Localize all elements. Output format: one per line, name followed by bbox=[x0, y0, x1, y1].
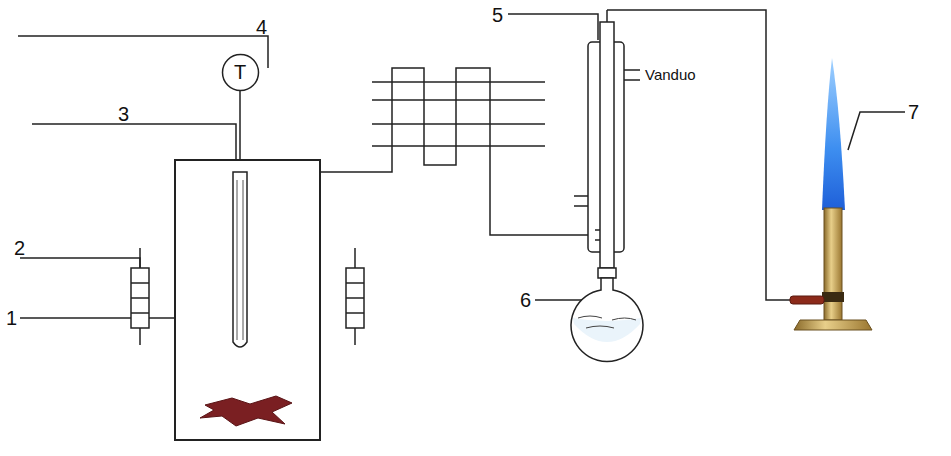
thermocouple-wire bbox=[239, 90, 241, 160]
gauge-circle: T bbox=[221, 53, 260, 92]
callout-number: 2 bbox=[14, 238, 25, 258]
condenser bbox=[574, 10, 640, 278]
callout-number: 6 bbox=[520, 290, 531, 310]
reactor-vessel bbox=[175, 160, 320, 440]
heater-elements bbox=[131, 248, 364, 345]
cooling-coil bbox=[372, 68, 595, 235]
callout-number: 7 bbox=[908, 102, 919, 122]
vapour-pipe bbox=[320, 145, 392, 172]
callout-number: 3 bbox=[118, 104, 129, 124]
thermocouple-inner bbox=[237, 180, 243, 340]
outlet-label: Vanduo bbox=[645, 67, 696, 82]
bunsen-burner bbox=[790, 58, 872, 330]
leader-lines bbox=[18, 14, 905, 318]
gauge-ring bbox=[222, 54, 258, 90]
callout-number: 5 bbox=[492, 5, 503, 25]
callout-number: 1 bbox=[6, 308, 17, 328]
sample-pieces bbox=[200, 396, 292, 426]
gauge-label: T bbox=[234, 62, 246, 82]
thermocouple-sheath bbox=[233, 172, 247, 347]
callout-number: 4 bbox=[256, 17, 267, 37]
gas-line bbox=[607, 10, 800, 300]
receiving-flask bbox=[571, 278, 643, 361]
